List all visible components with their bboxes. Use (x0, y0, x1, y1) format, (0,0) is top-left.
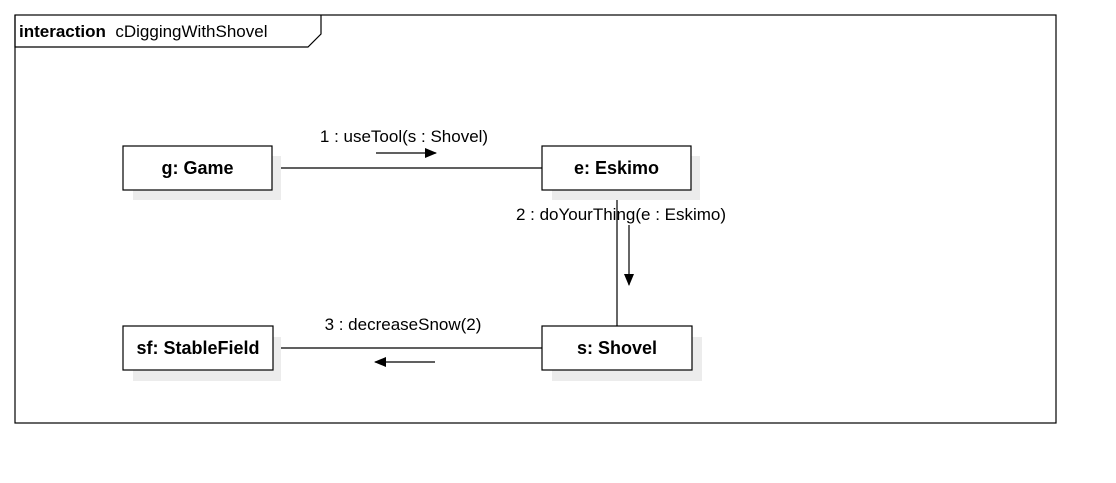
message-2-label: 2 : doYourThing(e : Eskimo) (516, 205, 726, 224)
frame-title: interaction cDiggingWithShovel (19, 22, 268, 41)
frame-tab (14, 15, 322, 48)
object-shovel[interactable] (541, 325, 693, 371)
object-eskimo[interactable] (541, 145, 692, 191)
message-3-label: 3 : decreaseSnow(2) (325, 315, 482, 334)
object-shovel-label: s: Shovel (577, 338, 657, 358)
object-eskimo-label: e: Eskimo (574, 158, 659, 178)
message-1-label: 1 : useTool(s : Shovel) (320, 127, 488, 146)
object-stable-field[interactable] (122, 325, 274, 371)
object-stable-field-label: sf: StableField (136, 338, 259, 358)
object-game[interactable] (122, 145, 273, 191)
frame-keyword: interaction (19, 22, 106, 41)
object-game-label: g: Game (161, 158, 233, 178)
frame-name: cDiggingWithShovel (115, 22, 267, 41)
